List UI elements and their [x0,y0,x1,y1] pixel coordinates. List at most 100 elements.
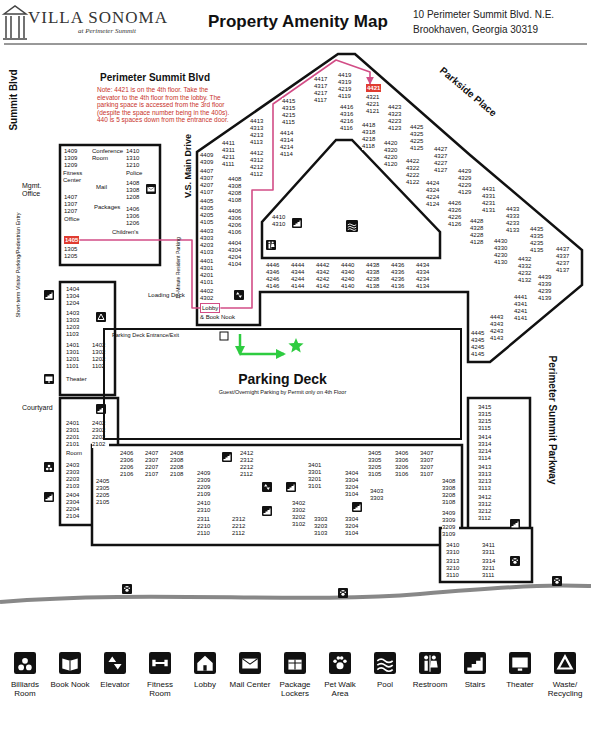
pool-icon [346,220,358,232]
south-building [92,445,462,545]
legend-icon [14,652,36,674]
east-wing [468,398,530,530]
unit-number: 3313 3210 3110 [446,558,463,579]
unit-number: 2402 2302 2202 2102 [92,420,109,448]
stairs-icon [510,519,520,529]
unit-number: 2409 2309 2209 2109 [197,470,214,498]
unit-number: 1409 1309 1209 [64,148,81,169]
unit-highlight: 4421 [366,84,381,92]
legend-icon [509,652,531,674]
legend-item: Pool [363,680,408,689]
header-rule [4,44,587,45]
unit-number: 1403 1303 1203 1103 [66,310,83,338]
legend-item: Mail Center [228,680,273,689]
unit-number: 4446 4346 4246 4146 [266,262,283,290]
map-label: Mail [96,184,107,191]
unit-number: 2412 2312 2212 2112 [240,450,257,478]
stairs-icon [222,452,232,462]
legend-text: Waste/ Recycling [543,680,588,698]
unit-number: 3402 3302 3202 3102 [292,500,309,528]
unit-number: 4401 4301 4201 4101 [200,258,217,286]
unit-highlight: 1405 [64,236,79,244]
elevator-icon [234,290,244,300]
stairs-icon [292,218,302,228]
unit-number: 4428 4328 4228 4128 [470,218,487,246]
unit-number: 1404 1304 1204 [66,286,83,307]
unit-number: 4443 4343 4243 4143 [490,314,507,342]
pet-icon [338,588,348,598]
map-label: Parkside Place [437,65,499,120]
map-label: 10 Perimeter Summit Blvd. N.E. [413,9,554,21]
green-arrow [239,334,242,354]
legend-icon [419,652,441,674]
unit-number: 4439 4339 4239 4139 [538,274,555,302]
map-label: V.S. Main Drive [183,134,194,198]
elevator-icon [262,482,272,492]
map-label: Courtyard [22,404,53,412]
unit-number: 4426 4326 4226 4126 [448,200,465,228]
unit-number: 4412 4312 4212 4112 [250,150,267,178]
unit-number: 4423 4323 4223 4123 [388,104,405,132]
legend-item: Theater [498,680,543,689]
theater-building [60,282,115,395]
unit-number: 3415 3315 3215 3115 [478,404,495,432]
unit-number: 2404 2304 2204 2104 [66,492,83,520]
legend-text: Elevator [93,680,138,689]
unit-number: 4417 4317 4217 4117 [314,76,331,104]
lobby-box: Lobby [200,303,220,313]
map-label: Short-term Visitor Parking/Pedestrian En… [15,212,22,317]
unit-number: 2405 2305 2205 2105 [96,478,113,506]
map-label: Perimeter Summit Parkway [546,356,558,485]
box-text: Lobby [202,304,218,312]
restroom-icon [266,240,276,250]
unit-number: 3413 3313 3213 3113 [478,464,495,492]
route-line [220,60,370,308]
unit-number: 4441 4341 4241 4141 [514,294,531,322]
stairs-icon [286,482,296,492]
route-line [79,240,200,308]
unit-number: 4415 4315 4215 4115 [282,98,299,126]
unit-number: 4416 4316 4216 4116 [340,104,357,132]
unit-number: 3407 3307 3207 3107 [420,450,437,478]
unit-number: 4408 4308 4208 4108 [228,176,245,204]
unit-number: 4424 4324 4224 4124 [426,180,443,208]
theater-icon [44,374,54,384]
legend-text: Book Nook [48,680,93,689]
unit-number: 4406 4306 4206 4106 [228,208,245,236]
legend-icon [149,652,171,674]
legend-text: Theater [498,680,543,689]
parking-deck: Parking DeckGuest/Overnight Parking by P… [103,328,462,440]
unit-number: 3412 3312 3212 3112 [478,494,495,522]
main-building [197,54,582,362]
unit-number: 2312 2212 2112 [232,516,249,537]
stairs-icon [352,502,362,512]
unit-number: 4425 4325 4225 4125 [410,124,427,152]
unit-number: 2406 2306 2206 2106 [120,450,137,478]
unit-number: 4438 4338 4238 4138 [366,262,383,290]
green-star [288,338,303,352]
unit-number: 4429 4329 4229 4129 [458,168,475,196]
legend-icon [59,652,81,674]
stairs-icon [262,506,272,516]
legend-item: Package Lockers [273,680,318,698]
unit-number: 3405 3305 3205 3105 [368,450,385,478]
legend-text: Restroom [408,680,453,689]
legend-icon [374,652,396,674]
map-label: Office [64,216,80,223]
walkway [0,585,591,602]
unit-number: 4440 4340 4240 4140 [341,262,358,290]
deck-title: Parking Deck [238,370,327,388]
unit-number: 1402 1302 1202 1102 [92,342,109,370]
unit-number: 4445 4345 4245 4145 [471,330,488,358]
unit-number: 2403 2303 2203 2103 [66,462,83,490]
legend-text: Fitness Room [138,680,183,698]
map-label: & Book Nook [200,314,235,321]
map-label: at Perimeter Summit [78,27,136,35]
legend-text: Mail Center [228,680,273,689]
unit-number: 3406 3306 3206 3106 [395,450,412,478]
billiards-icon [44,462,54,472]
office-building [60,145,160,265]
unit-number: 2407 2307 2207 2107 [145,450,162,478]
legend-item: Stairs [453,680,498,689]
